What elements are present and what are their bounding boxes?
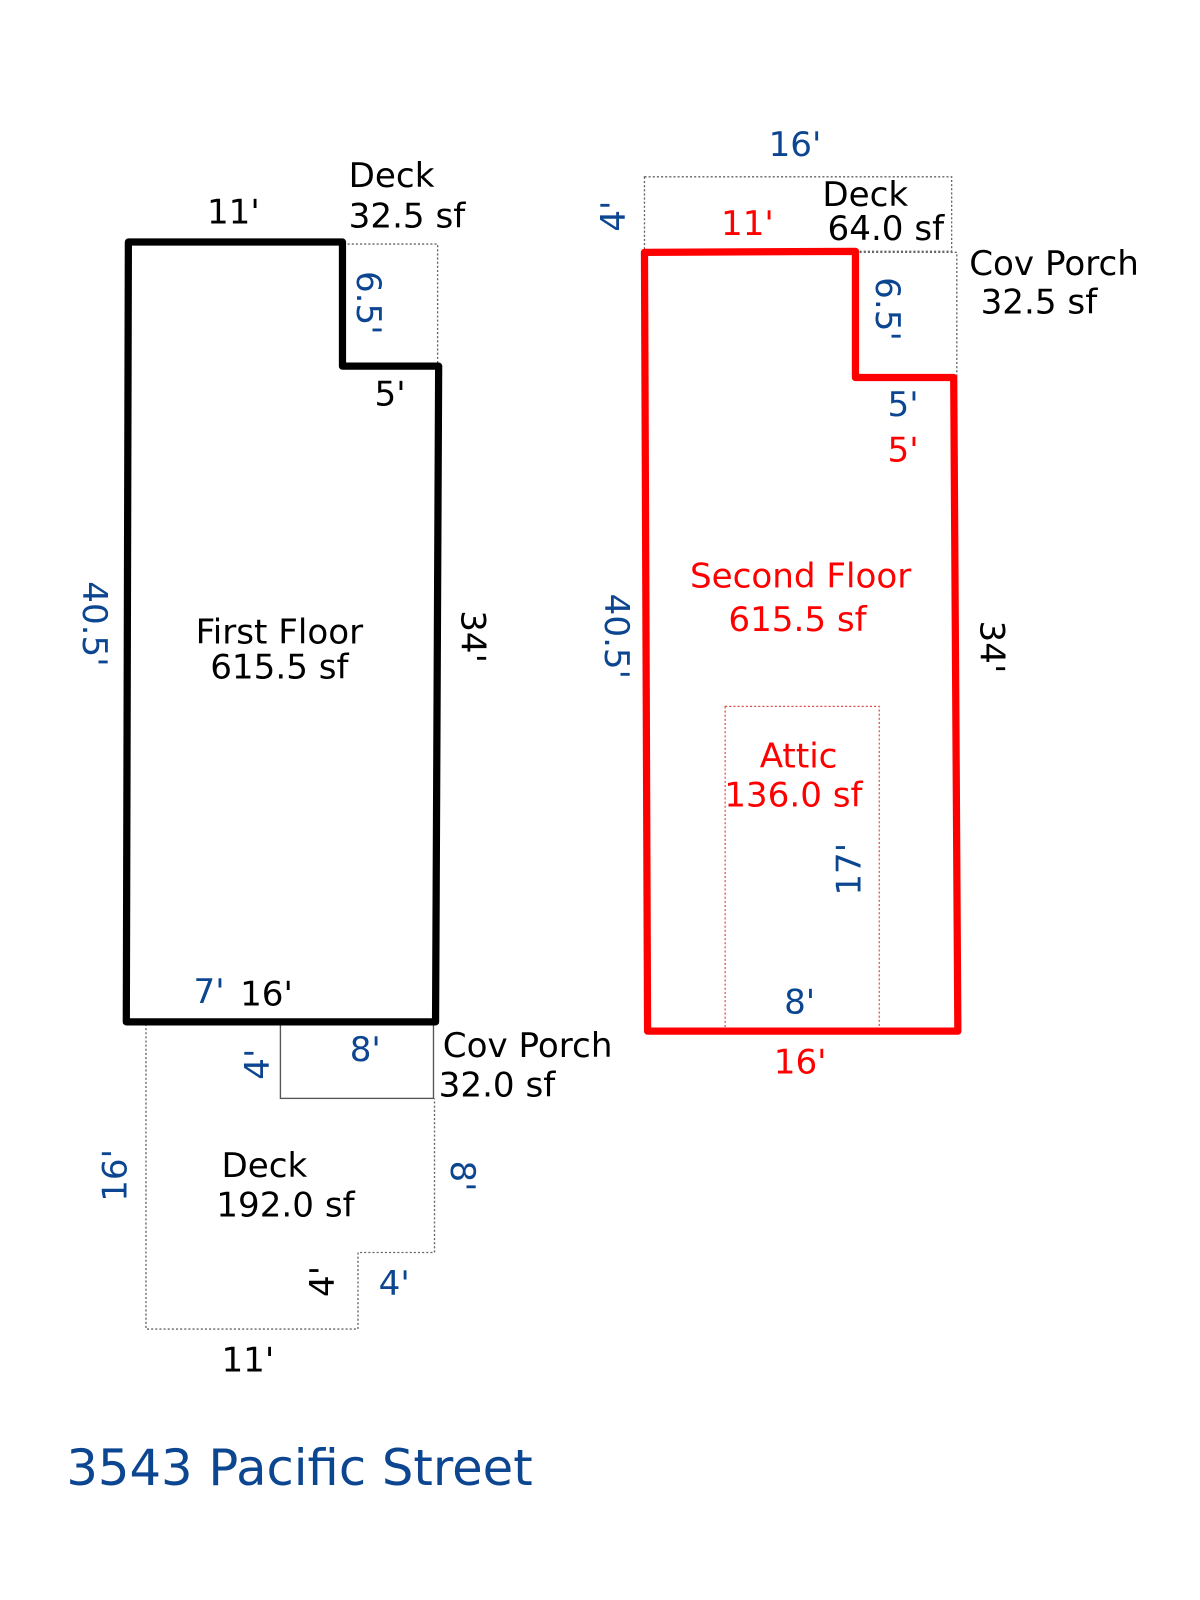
- dim-bottom: 16': [774, 1043, 827, 1083]
- dim-notch-h-red: 5': [888, 430, 919, 470]
- deck-area: 64.0 sf: [828, 209, 946, 249]
- dim-top: 11': [721, 204, 774, 244]
- cov-porch-area: 32.5 sf: [981, 282, 1099, 322]
- dim-left: 40.5': [596, 594, 636, 679]
- attic-h: 17': [830, 843, 870, 896]
- deck-rear-right: 8': [442, 1160, 482, 1191]
- deck-rear-bottom: 11': [221, 1340, 274, 1380]
- dim-top: 11': [207, 192, 260, 232]
- first-floor: Deck 32.5 sf 11' 6.5' 5' 40.5' 34' First…: [74, 156, 613, 1380]
- cov-porch-name: Cov Porch: [443, 1026, 613, 1066]
- first-floor-name: First Floor: [196, 612, 365, 652]
- attic-w: 8': [784, 983, 815, 1023]
- dim-bottom-b: 16': [240, 974, 293, 1014]
- deck-rear-name: Deck: [221, 1146, 307, 1186]
- deck-rear-step-v: 4': [303, 1266, 343, 1297]
- dim-right: 34': [452, 610, 492, 663]
- attic-outline: [724, 705, 880, 1030]
- deck-name: Deck: [822, 175, 908, 215]
- first-floor-area: 615.5 sf: [210, 647, 349, 687]
- deck-top-area: 32.5 sf: [349, 197, 467, 237]
- cov-porch-name: Cov Porch: [969, 244, 1139, 284]
- deck-h: 4': [594, 201, 634, 232]
- dim-left: 40.5': [74, 581, 114, 666]
- second-floor-walls: [640, 247, 962, 1035]
- first-deck-rear-outline: [145, 1023, 436, 1330]
- deck-top-name: Deck: [349, 156, 435, 196]
- attic-name: Attic: [760, 736, 838, 776]
- deck-w: 16': [769, 125, 822, 165]
- first-floor-walls: [122, 238, 443, 1026]
- second-floor-name: Second Floor: [690, 556, 912, 596]
- attic-area: 136.0 sf: [724, 776, 863, 816]
- cov-porch-w: 8': [350, 1030, 381, 1070]
- deck-rear-area: 192.0 sf: [216, 1185, 355, 1225]
- deck-rear-step-h: 4': [379, 1264, 410, 1304]
- dim-notch-h: 5': [375, 374, 406, 414]
- second-floor-area: 615.5 sf: [728, 600, 867, 640]
- dim-right: 34': [972, 621, 1012, 674]
- dim-notch-v: 6.5': [348, 271, 388, 335]
- dim-notch-v: 6.5': [867, 277, 907, 341]
- dim-notch-h-blue: 5': [888, 385, 919, 425]
- cov-porch-area: 32.0 sf: [439, 1065, 557, 1105]
- second-floor: 16' 4' 11' Deck 64.0 sf Cov Porch 32.5 s…: [594, 125, 1139, 1082]
- dim-bottom-a: 7': [194, 972, 225, 1012]
- page-title: 3543 Pacific Street: [66, 1439, 532, 1497]
- deck-rear-left: 16': [95, 1149, 135, 1202]
- cov-porch-h: 4': [238, 1049, 278, 1080]
